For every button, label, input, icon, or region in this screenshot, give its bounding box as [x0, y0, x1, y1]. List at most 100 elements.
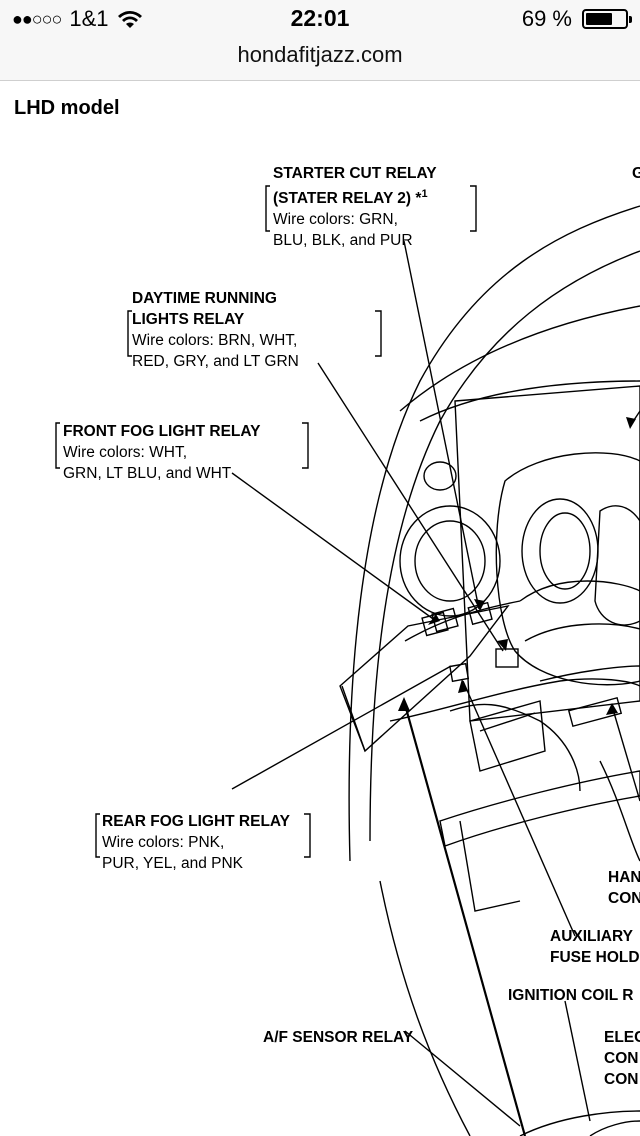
label-front-fog: FRONT FOG LIGHT RELAY Wire colors: WHT, …	[63, 421, 260, 484]
lower-dash	[389, 600, 640, 722]
elec-line2: CON	[604, 1050, 639, 1067]
left-speaker-outer	[399, 505, 501, 617]
relay-bracket-edge	[341, 685, 366, 752]
arrow-main	[398, 697, 410, 711]
starter-line2: (STATER RELAY 2) *	[273, 190, 422, 208]
af-sensor-leader	[404, 1030, 521, 1127]
daytime-leader	[317, 362, 504, 652]
right-edge	[599, 760, 640, 862]
battery-nub	[629, 16, 632, 23]
daytime-line1: DAYTIME RUNNING	[132, 290, 277, 307]
rear-fog-line1: REAR FOG LIGHT RELAY	[102, 813, 291, 830]
arrow-daytime	[497, 639, 508, 651]
signal-strength-icon: ●●○○○	[12, 8, 62, 29]
rear-fog-relay	[449, 662, 470, 683]
left-vent-circle	[423, 461, 457, 491]
starter-line3: Wire colors: GRN,	[273, 211, 398, 229]
front-fog-leader	[231, 472, 437, 622]
status-right: 69 %	[521, 6, 632, 32]
battery-icon	[582, 9, 632, 29]
rear-fog-bracket-left	[95, 813, 100, 858]
front-fog-bracket-left	[55, 422, 60, 469]
front-fog-line1: FRONT FOG LIGHT RELAY	[63, 423, 261, 440]
a-pillar-inner	[369, 250, 640, 842]
battery-percent: 69 %	[521, 6, 572, 31]
label-rear-fog: REAR FOG LIGHT RELAY Wire colors: PNK, P…	[102, 811, 290, 874]
starter-leader	[403, 240, 480, 610]
wheel-arc-inner	[589, 1120, 640, 1136]
url-text[interactable]: hondafitjazz.com	[237, 42, 403, 67]
daytime-bracket-left	[127, 310, 132, 357]
label-daytime-running: DAYTIME RUNNING LIGHTS RELAY Wire colors…	[132, 288, 299, 372]
steering-column	[519, 580, 640, 682]
auxiliary-line1: AUXILIARY	[550, 928, 633, 945]
arrow-han	[606, 703, 618, 715]
a-pillar-outer	[348, 205, 640, 862]
arrow-aux	[458, 679, 468, 693]
center-console	[439, 770, 640, 847]
console-box	[469, 700, 546, 772]
arrow-top-right	[626, 417, 636, 429]
daytime-line3: Wire colors: BRN, WHT,	[132, 332, 298, 349]
dash-top	[419, 380, 640, 422]
page-content: LHD model	[0, 81, 640, 1136]
auxiliary-leader	[462, 680, 576, 937]
rear-fog-bracket-right	[304, 813, 311, 858]
column-cover	[594, 505, 640, 626]
han-leader	[611, 705, 640, 802]
daytime-bracket-right	[375, 310, 382, 357]
front-fog-bracket-right	[302, 422, 309, 469]
status-left: ●●○○○ 1&1	[12, 6, 143, 32]
front-fog-line2: Wire colors: WHT,	[63, 444, 187, 461]
han-line2: CON	[608, 890, 640, 907]
left-speaker-inner	[414, 520, 486, 602]
gauge-left-inner	[539, 512, 591, 590]
hands-connector	[567, 696, 623, 728]
ignition-leader	[564, 1000, 591, 1122]
clock: 22:01	[290, 5, 350, 31]
starter-superscript: 1	[421, 188, 428, 200]
daytime-line4: RED, GRY, and LT GRN	[132, 353, 299, 370]
label-ignition-coil: IGNITION COIL R	[508, 987, 634, 1004]
han-line1: HAN	[608, 869, 640, 886]
wheel-arc	[519, 1110, 640, 1136]
auxiliary-line2: FUSE HOLD	[550, 949, 640, 966]
starter-bracket-right	[470, 185, 477, 232]
battery-fill	[586, 13, 612, 25]
starter-line2-wrap: (STATER RELAY 2) *1	[273, 184, 437, 209]
gauge-cluster	[495, 452, 640, 686]
diagram-heading: LHD model	[14, 97, 120, 119]
arrow-starter	[474, 599, 485, 611]
elec-line1: ELEC	[604, 1029, 640, 1046]
console-lower	[449, 703, 581, 792]
starter-bracket-left	[265, 185, 270, 232]
label-auxiliary: AUXILIARY FUSE HOLD	[550, 926, 640, 968]
relay-location-diagram	[55, 185, 640, 1136]
gauge-left	[521, 498, 599, 604]
elec-line3: CON	[604, 1071, 639, 1088]
windshield-edge	[399, 305, 640, 412]
carrier-name: 1&1	[69, 6, 109, 31]
console-box-inner	[479, 712, 536, 732]
status-bar: ●●○○○ 1&1 22:01 69 %	[0, 0, 640, 40]
daytime-line2: LIGHTS RELAY	[132, 311, 245, 328]
main-pointer-line	[402, 700, 527, 1136]
address-bar[interactable]: hondafitjazz.com	[0, 40, 640, 81]
rear-fog-leader	[231, 665, 452, 790]
wifi-icon	[117, 11, 142, 28]
rear-fog-line3: PUR, YEL, and PNK	[102, 855, 244, 872]
label-af-sensor: A/F SENSOR RELAY	[263, 1029, 414, 1046]
label-starter-cut-relay: STARTER CUT RELAY (STATER RELAY 2) *1 Wi…	[273, 163, 437, 251]
starter-line4: BLU, BLK, and PUR	[273, 232, 413, 250]
lower-body	[379, 880, 471, 1136]
label-elec: ELEC CON CON	[604, 1027, 640, 1090]
dash-panel	[454, 385, 640, 722]
daytime-running-relay	[495, 648, 519, 668]
label-han: HAN CON	[608, 867, 640, 909]
front-fog-line3: GRN, LT BLU, and WHT	[63, 465, 232, 482]
rear-fog-line2: Wire colors: PNK,	[102, 834, 225, 851]
arrow-front-fog	[428, 614, 440, 625]
starter-line1: STARTER CUT RELAY	[273, 165, 437, 182]
label-top-right: G	[632, 165, 640, 182]
floor-edge	[459, 820, 521, 912]
